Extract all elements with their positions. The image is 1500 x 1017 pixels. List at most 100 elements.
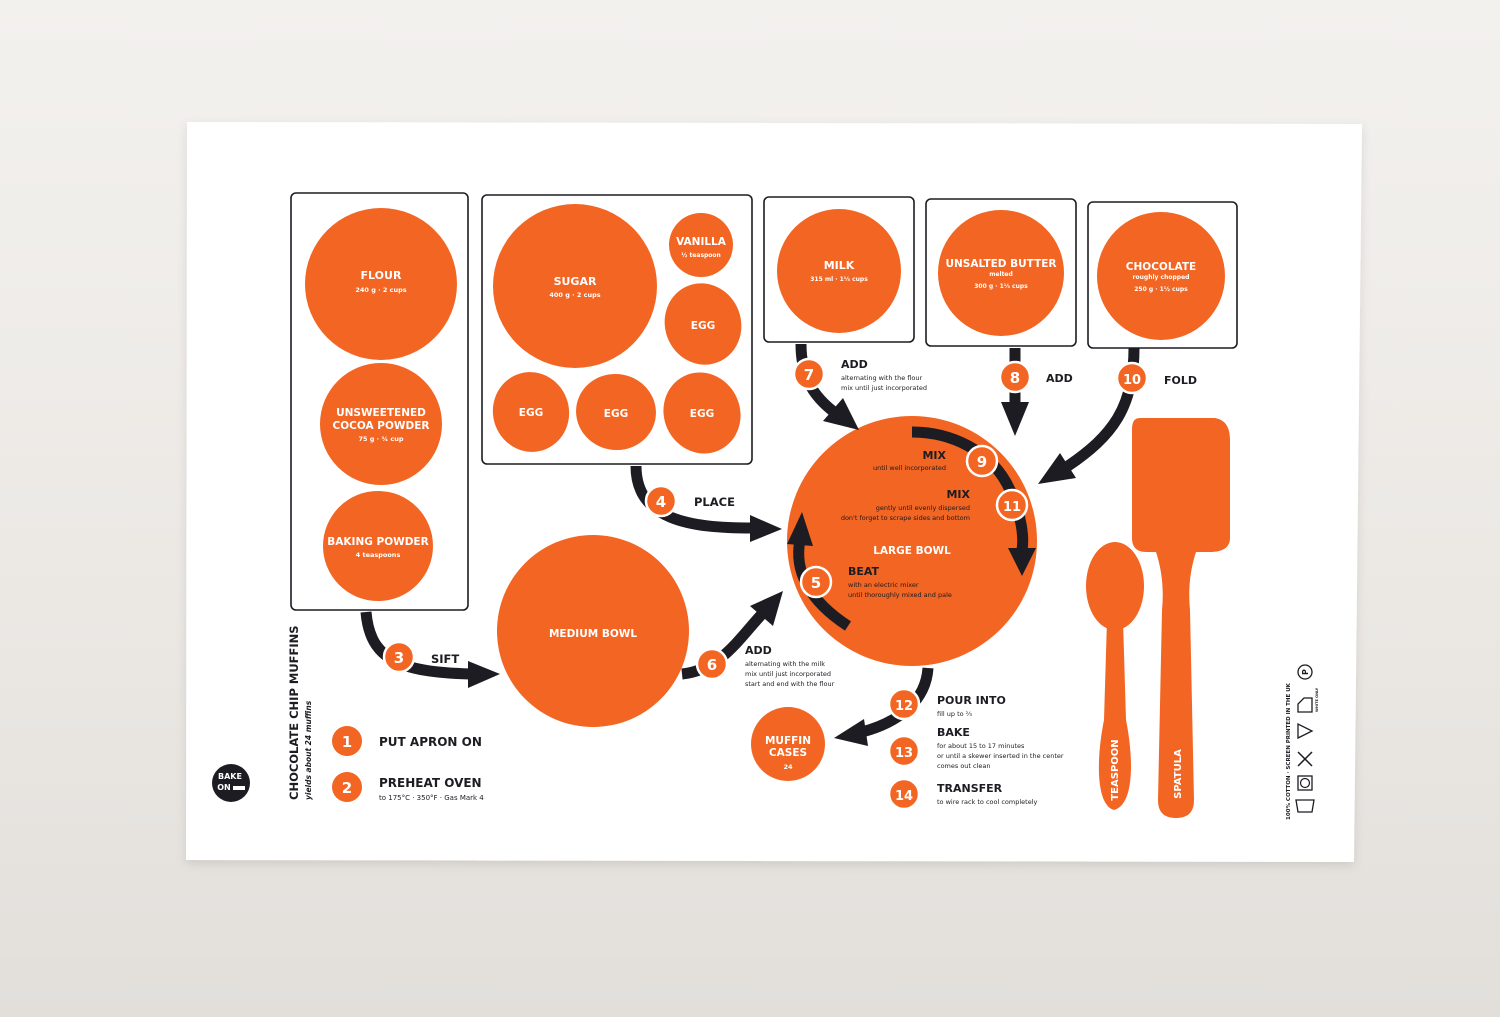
- step-8-num: 8: [1010, 369, 1020, 387]
- cocoa-label-1: UNSWEETENED: [336, 407, 426, 419]
- step-11-label: MIX: [946, 488, 970, 501]
- medium-bowl: MEDIUM BOWL: [497, 535, 689, 727]
- step-6-label: ADD: [745, 644, 772, 657]
- vanilla-circle: VANILLA ½ teaspoon: [669, 213, 733, 277]
- arrow-place: [630, 465, 753, 534]
- butter-circle: UNSALTED BUTTER melted 300 g · 1⅓ cups: [938, 210, 1064, 336]
- teaspoon-label: TEASPOON: [1110, 739, 1121, 800]
- step-12-label: POUR INTO: [937, 694, 1006, 707]
- teaspoon-illustration: TEASPOON: [1086, 542, 1144, 810]
- arrow-add-6: [681, 610, 767, 680]
- egg-4: EGG: [663, 372, 741, 454]
- iron-icon: [1297, 697, 1313, 713]
- step-13-detail-1: for about 15 to 17 minutes: [937, 742, 1025, 750]
- step-14-num: 14: [895, 789, 913, 804]
- step-9: 9 MIX until well incorporated: [873, 444, 999, 478]
- baking-powder-circle: BAKING POWDER 4 teaspoons: [323, 491, 433, 601]
- milk-amount: 315 ml · 1⅓ cups: [810, 276, 868, 283]
- step-8: 8 ADD: [998, 360, 1073, 394]
- egg-2: EGG: [492, 372, 570, 452]
- step-6-detail-2: mix until just incorporated: [745, 670, 831, 678]
- flour-label: FLOUR: [361, 269, 402, 282]
- vanilla-label: VANILLA: [676, 236, 727, 248]
- wash-icon: [1295, 799, 1315, 813]
- step-4: 4 PLACE: [644, 484, 735, 518]
- large-bowl-label: LARGE BOWL: [873, 545, 951, 557]
- step-5-num: 5: [811, 574, 821, 592]
- step-5-detail-1: with an electric mixer: [848, 581, 919, 589]
- arrow-mix: [911, 426, 1029, 551]
- step-14-detail: to wire rack to cool completely: [937, 798, 1038, 806]
- step-4-num: 4: [656, 493, 666, 511]
- step-13-detail-3: comes out clean: [937, 762, 991, 770]
- cocoa-circle: UNSWEETENED COCOA POWDER 75 g · ¾ cup: [320, 363, 442, 485]
- care-symbols: WHITE ONLY P: [1295, 664, 1319, 813]
- box-milk: [763, 196, 915, 343]
- step-2-label: PREHEAT OVEN: [379, 776, 482, 790]
- no-iron-icon: [1297, 751, 1313, 767]
- chocolate-label: CHOCOLATE: [1126, 261, 1196, 273]
- page-title: CHOCOLATE CHIP MUFFINS: [287, 625, 301, 800]
- step-3-label: SIFT: [431, 652, 459, 666]
- box-chocolate: [1087, 201, 1238, 349]
- page-subtitle: yields about 24 muffins: [304, 700, 313, 800]
- baking-powder-label: BAKING POWDER: [327, 536, 428, 548]
- step-4-label: PLACE: [694, 495, 735, 509]
- step-13-num: 13: [895, 746, 913, 761]
- step-7-num: 7: [804, 366, 814, 384]
- vanilla-amount: ½ teaspoon: [681, 252, 721, 259]
- step-2-detail: to 175°C · 350°F · Gas Mark 4: [379, 794, 484, 802]
- step-7-detail-2: mix until just incorporated: [841, 384, 927, 392]
- step-7-detail-1: alternating with the flour: [841, 374, 922, 382]
- step-10-label: FOLD: [1164, 374, 1197, 387]
- step-10-num: 10: [1123, 373, 1141, 388]
- step-11-detail-2: don't forget to scrape sides and bottom: [841, 514, 970, 522]
- step-1-num: 1: [342, 733, 352, 751]
- egg-label: EGG: [604, 408, 628, 420]
- step-5-detail-2: until thoroughly mixed and pale: [848, 591, 952, 599]
- dry-clean-icon: P: [1297, 664, 1313, 680]
- butter-note: melted: [989, 271, 1013, 278]
- step-11-num: 11: [1003, 500, 1021, 515]
- muffin-cases-label-2: CASES: [769, 747, 807, 759]
- muffin-cases-label-1: MUFFIN: [765, 735, 811, 747]
- step-3-num: 3: [394, 649, 404, 667]
- muffin-cases: MUFFIN CASES 24: [751, 707, 825, 781]
- tumble-dry-icon: [1297, 775, 1313, 791]
- title-block: CHOCOLATE CHIP MUFFINS yields about 24 m…: [287, 625, 313, 800]
- step-1-label: PUT APRON ON: [379, 735, 482, 749]
- spatula-illustration: SPATULA: [1132, 418, 1230, 818]
- bake-on-logo: BAKE ON: [212, 764, 250, 802]
- chocolate-amount: 250 g · 1½ cups: [1134, 286, 1188, 293]
- step-6-detail-3: start and end with the flour: [745, 680, 835, 688]
- step-6: 6 ADD alternating with the milk mix unti…: [695, 644, 835, 688]
- box-dry-ingredients: [290, 192, 469, 611]
- logo-line-2: ON: [217, 783, 231, 792]
- egg-label: EGG: [690, 408, 714, 420]
- step-10: 10 FOLD: [1115, 361, 1197, 395]
- flour-circle: FLOUR 240 g · 2 cups: [305, 208, 457, 360]
- step-12: 12 POUR INTO fill up to ⅔: [887, 687, 1006, 721]
- step-7: 7 ADD alternating with the flour mix unt…: [792, 357, 927, 392]
- egg-label: EGG: [519, 407, 543, 419]
- logo-line-1: BAKE: [218, 772, 242, 781]
- egg-3: EGG: [576, 373, 656, 451]
- white-only-note: WHITE ONLY: [1315, 687, 1319, 712]
- step-13-label: BAKE: [937, 726, 970, 739]
- chocolate-circle: CHOCOLATE roughly chopped 250 g · 1½ cup…: [1097, 212, 1225, 340]
- care-label: 100% COTTON · SCREEN PRINTED IN THE UK: [1286, 682, 1292, 820]
- step-3: 3 SIFT: [382, 640, 459, 674]
- dry-clean-letter: P: [1301, 669, 1310, 675]
- milk-label: MILK: [824, 259, 855, 272]
- box-sugar-eggs: [481, 194, 753, 465]
- butter-label: UNSALTED BUTTER: [945, 258, 1056, 270]
- step-14: 14 TRANSFER to wire rack to cool complet…: [887, 777, 1038, 811]
- step-9-num: 9: [977, 453, 987, 471]
- step-2: 2 PREHEAT OVEN to 175°C · 350°F · Gas Ma…: [332, 772, 484, 802]
- bleach-icon: [1297, 722, 1314, 740]
- step-9-label: MIX: [922, 449, 946, 462]
- step-12-detail: fill up to ⅔: [937, 710, 972, 718]
- flour-amount: 240 g · 2 cups: [355, 286, 406, 294]
- care-text: 100% COTTON · SCREEN PRINTED IN THE UK: [1286, 682, 1292, 820]
